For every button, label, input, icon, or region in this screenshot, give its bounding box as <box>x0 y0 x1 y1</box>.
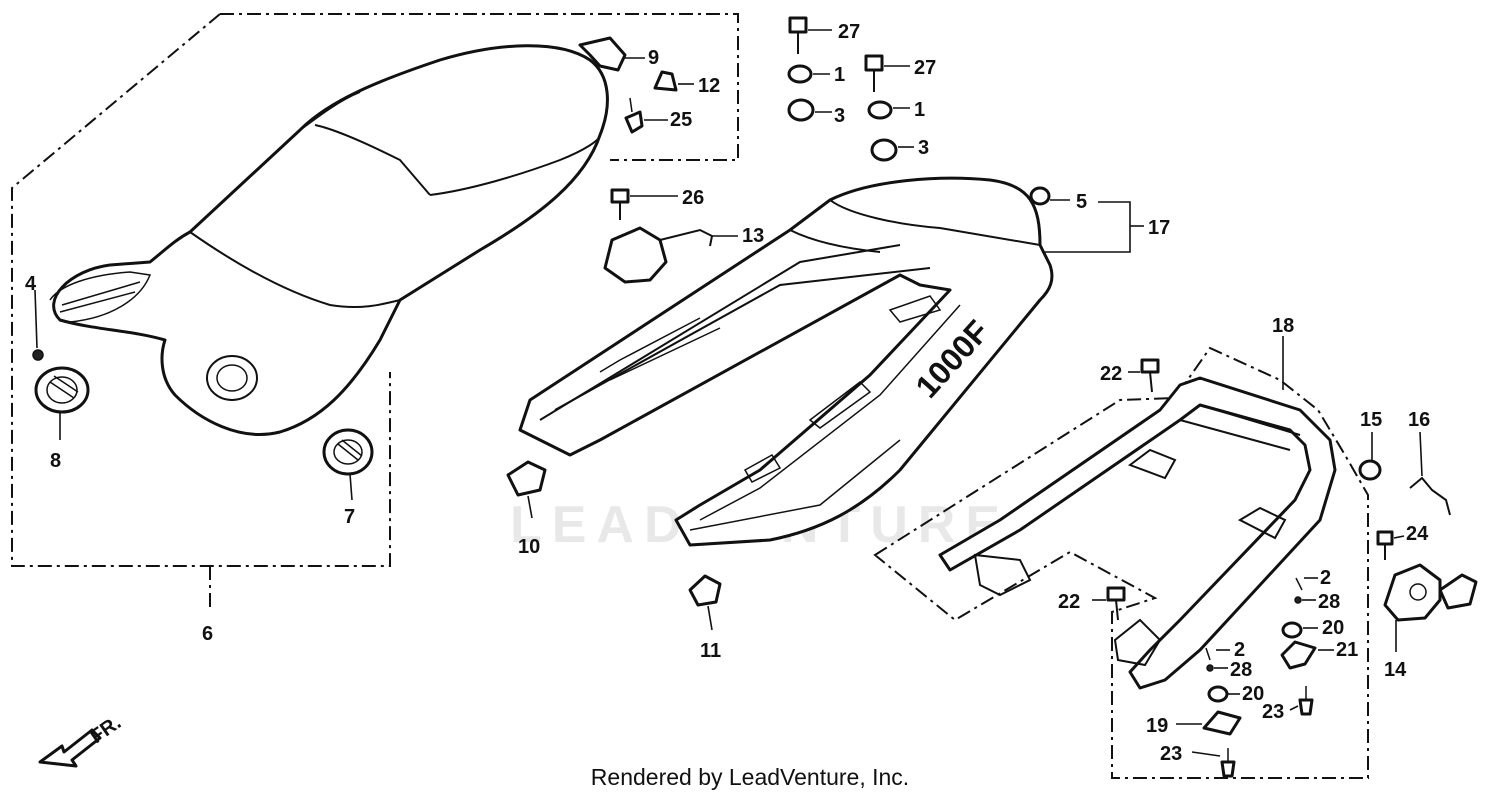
part-7-grommet: 7 <box>322 428 374 528</box>
part-11-cushion: 11 <box>688 574 722 662</box>
callout-6: 6 <box>202 623 213 645</box>
callout-28b: 28 <box>1230 659 1252 681</box>
part-5-washer: 5 <box>1029 186 1087 213</box>
part-16-cable: 16 <box>1408 409 1451 516</box>
callout-22b: 22 <box>1058 591 1080 613</box>
callout-23a: 23 <box>1262 701 1284 723</box>
callout-18: 18 <box>1272 315 1294 337</box>
rear-cowl: 1000F <box>518 176 1054 547</box>
callout-17: 17 <box>1148 217 1170 239</box>
callout-13: 13 <box>742 225 764 247</box>
callout-16: 16 <box>1408 409 1430 431</box>
callout-1b: 1 <box>914 99 925 121</box>
seat <box>49 44 609 436</box>
callout-14: 14 <box>1384 659 1407 681</box>
grab-rail <box>938 376 1337 690</box>
bolt-stack-left: 27 1 3 <box>787 16 860 127</box>
callout-8: 8 <box>50 450 61 472</box>
callout-24: 24 <box>1406 523 1429 545</box>
part-17-bracket: 17 <box>1042 201 1170 253</box>
callout-23b: 23 <box>1160 743 1182 765</box>
callout-4: 4 <box>25 273 37 295</box>
callout-1a: 1 <box>834 64 845 86</box>
callout-20b: 20 <box>1242 683 1264 705</box>
part-22-bolt-upper: 22 <box>1100 358 1160 393</box>
part-8-grommet: 8 <box>34 366 90 472</box>
part-24-bolt: 24 <box>1376 523 1429 560</box>
callout-7: 7 <box>344 506 355 528</box>
callout-25: 25 <box>670 109 692 131</box>
callout-19: 19 <box>1146 715 1168 737</box>
callout-5: 5 <box>1076 191 1087 213</box>
hardware-right-lower: 2 28 20 19 23 <box>1146 639 1264 778</box>
callout-9: 9 <box>648 47 659 69</box>
callout-12: 12 <box>698 75 720 97</box>
callout-27a: 27 <box>838 21 860 43</box>
callout-2a: 2 <box>1320 567 1331 589</box>
grab-rail-outline <box>873 346 1369 779</box>
callout-27b: 27 <box>914 57 936 79</box>
part-13-seat-latch: 13 <box>603 225 764 284</box>
callout-10: 10 <box>518 536 540 558</box>
callout-3b: 3 <box>918 137 929 159</box>
bolt-stack-right: 27 1 3 <box>864 54 936 162</box>
part-22-bolt-lower: 22 <box>1058 586 1126 621</box>
part-4-grommet: 4 <box>25 273 44 361</box>
callout-21: 21 <box>1336 639 1358 661</box>
part-10-cushion: 10 <box>506 460 547 558</box>
front-direction-arrow: FR. <box>38 712 125 768</box>
callout-22a: 22 <box>1100 363 1122 385</box>
callout-15: 15 <box>1360 409 1382 431</box>
part-26-bolt: 26 <box>610 187 704 220</box>
part-9-bracket: 9 <box>578 36 659 72</box>
hardware-right-upper: 2 28 20 21 23 <box>1262 567 1358 723</box>
callout-2b: 2 <box>1234 639 1245 661</box>
part-12-clip: 12 <box>653 70 720 97</box>
callout-3a: 3 <box>834 105 845 127</box>
part-14-lock: 14 <box>1383 563 1478 681</box>
callout-26: 26 <box>682 187 704 209</box>
part-15-nut: 15 <box>1358 409 1382 481</box>
callout-20a: 20 <box>1322 617 1344 639</box>
credit-text: Rendered by LeadVenture, Inc. <box>590 764 910 790</box>
callout-11: 11 <box>700 640 721 662</box>
seat-group-outline <box>11 13 739 612</box>
callout-28a: 28 <box>1318 591 1340 613</box>
part-25-bolt: 25 <box>624 97 692 134</box>
